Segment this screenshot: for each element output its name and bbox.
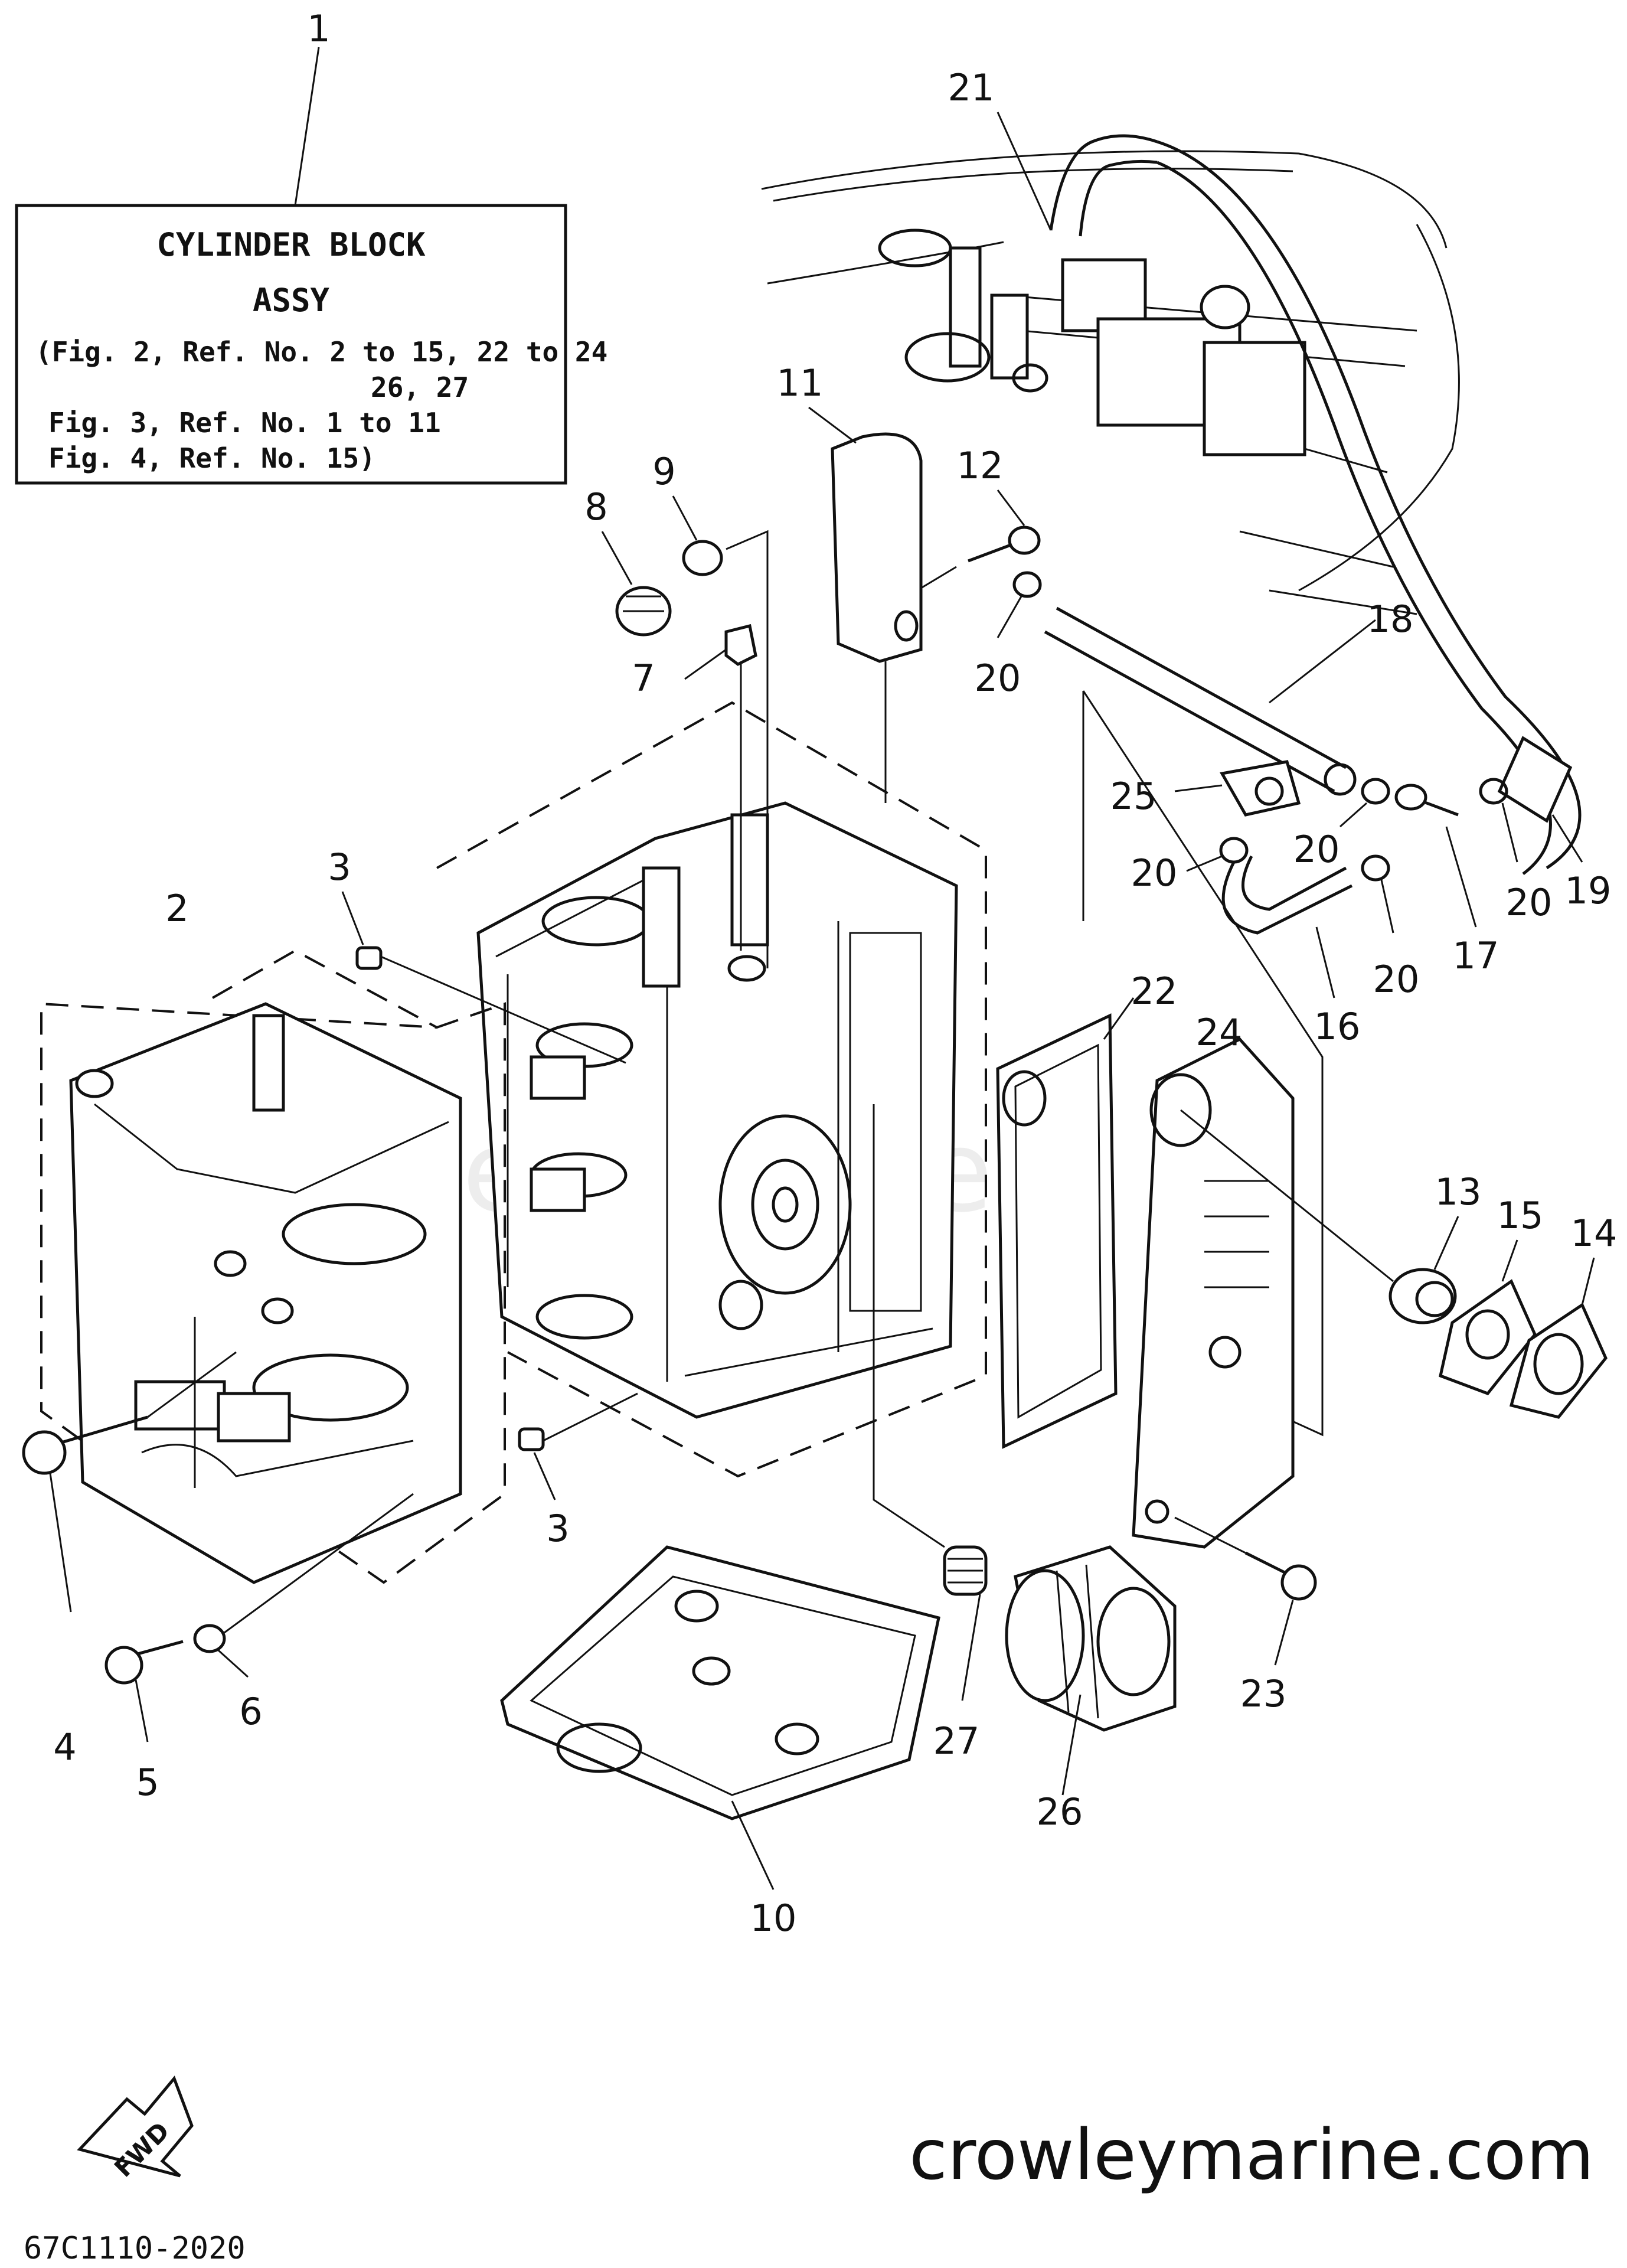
callout-6: 6	[239, 1690, 262, 1733]
leader-1	[294, 47, 320, 206]
callout-26: 26	[1037, 1790, 1083, 1833]
callout-24: 24	[1196, 1011, 1243, 1054]
callout-20b: 20	[1131, 851, 1178, 895]
callout-9: 9	[652, 450, 675, 493]
callout-20e: 20	[1373, 958, 1420, 1001]
assy-ref-line-3: Fig. 3, Ref. No. 1 to 11	[48, 407, 441, 439]
gasket-22	[996, 1013, 1118, 1449]
cylinder-block	[476, 801, 958, 1419]
clip-20b	[1361, 778, 1390, 805]
assy-box: CYLINDER BLOCK ASSY (Fig. 2, Ref. No. 2 …	[15, 204, 607, 485]
washer-9	[682, 540, 723, 576]
callout-7: 7	[632, 657, 655, 700]
assy-title: CYLINDER BLOCK	[156, 226, 426, 263]
clip-20e	[1361, 854, 1390, 882]
callout-21: 21	[948, 66, 995, 109]
leader-21	[997, 112, 1052, 231]
callout-numbers: 1 2 3 3 4 5 6 7 8 9 10 11 12 13 14 15 16…	[53, 7, 1617, 1940]
fitting-17	[1394, 784, 1459, 817]
clip-20a	[1012, 571, 1042, 598]
assy-ref-line-2: 26, 27	[371, 371, 469, 403]
dowel-pin-3a	[355, 946, 383, 970]
hose-16	[1221, 861, 1353, 935]
exhaust-cover-24	[1132, 1037, 1295, 1549]
assy-ref-line-4: Fig. 4, Ref. No. 15)	[48, 442, 375, 474]
joint-25	[1220, 760, 1301, 817]
callout-15: 15	[1497, 1194, 1544, 1237]
fwd-arrow-icon: FWD	[77, 2076, 194, 2183]
cylinder-block-outline	[436, 701, 987, 1478]
callout-12: 12	[957, 444, 1004, 487]
callout-27: 27	[933, 1719, 980, 1763]
fuel-hose-long	[1156, 140, 1582, 870]
thermostat-cover-14	[1509, 1303, 1608, 1419]
bolt-5	[104, 1640, 184, 1685]
callout-4: 4	[53, 1725, 76, 1768]
callout-1: 1	[307, 7, 330, 50]
callout-13: 13	[1435, 1170, 1482, 1213]
callout-20a: 20	[975, 657, 1021, 700]
bracket-11	[831, 432, 923, 663]
callout-3b: 3	[546, 1507, 569, 1550]
website-text: crowleymarine.com	[909, 2114, 1594, 2195]
callout-3a: 3	[328, 846, 351, 889]
crankcase-outline	[40, 949, 506, 1584]
assy-subtitle: ASSY	[253, 282, 330, 319]
crankcase	[69, 1002, 462, 1584]
washer-6	[193, 1624, 226, 1653]
bolt-23	[1244, 1551, 1317, 1601]
bolt-4	[22, 1415, 148, 1475]
callout-5: 5	[136, 1761, 159, 1804]
engine-top-illustration	[761, 134, 1460, 615]
assy-ref-line-1: (Fig. 2, Ref. No. 2 to 15, 22 to 24	[35, 336, 607, 368]
callout-11: 11	[777, 361, 824, 404]
gasket-10	[500, 1545, 940, 1820]
callout-2: 2	[165, 887, 188, 930]
union-bolt-27	[943, 1545, 988, 1596]
callout-20c: 20	[1293, 828, 1340, 871]
callout-20d: 20	[1506, 881, 1553, 924]
callout-22: 22	[1131, 970, 1178, 1013]
clip-20c	[1219, 837, 1249, 864]
thermostat-13	[1388, 1268, 1457, 1324]
callout-16: 16	[1314, 1005, 1361, 1048]
gasket-15	[1439, 1279, 1537, 1395]
callout-18: 18	[1367, 598, 1414, 641]
dowel-pin-3b	[518, 1427, 545, 1451]
callout-19: 19	[1565, 869, 1612, 912]
nipple-7	[724, 624, 757, 666]
bolt-12	[968, 526, 1041, 563]
diagram-code: 67C1110-2020	[24, 2231, 246, 2266]
callout-10: 10	[750, 1897, 797, 1940]
oil-filter-26	[1005, 1545, 1177, 1732]
callout-14: 14	[1571, 1212, 1618, 1255]
hose-19	[1497, 736, 1573, 823]
callout-25: 25	[1110, 775, 1157, 818]
callout-17: 17	[1453, 934, 1499, 977]
clip-20d	[1479, 778, 1508, 805]
callout-23: 23	[1240, 1672, 1287, 1715]
callout-8: 8	[584, 485, 607, 528]
